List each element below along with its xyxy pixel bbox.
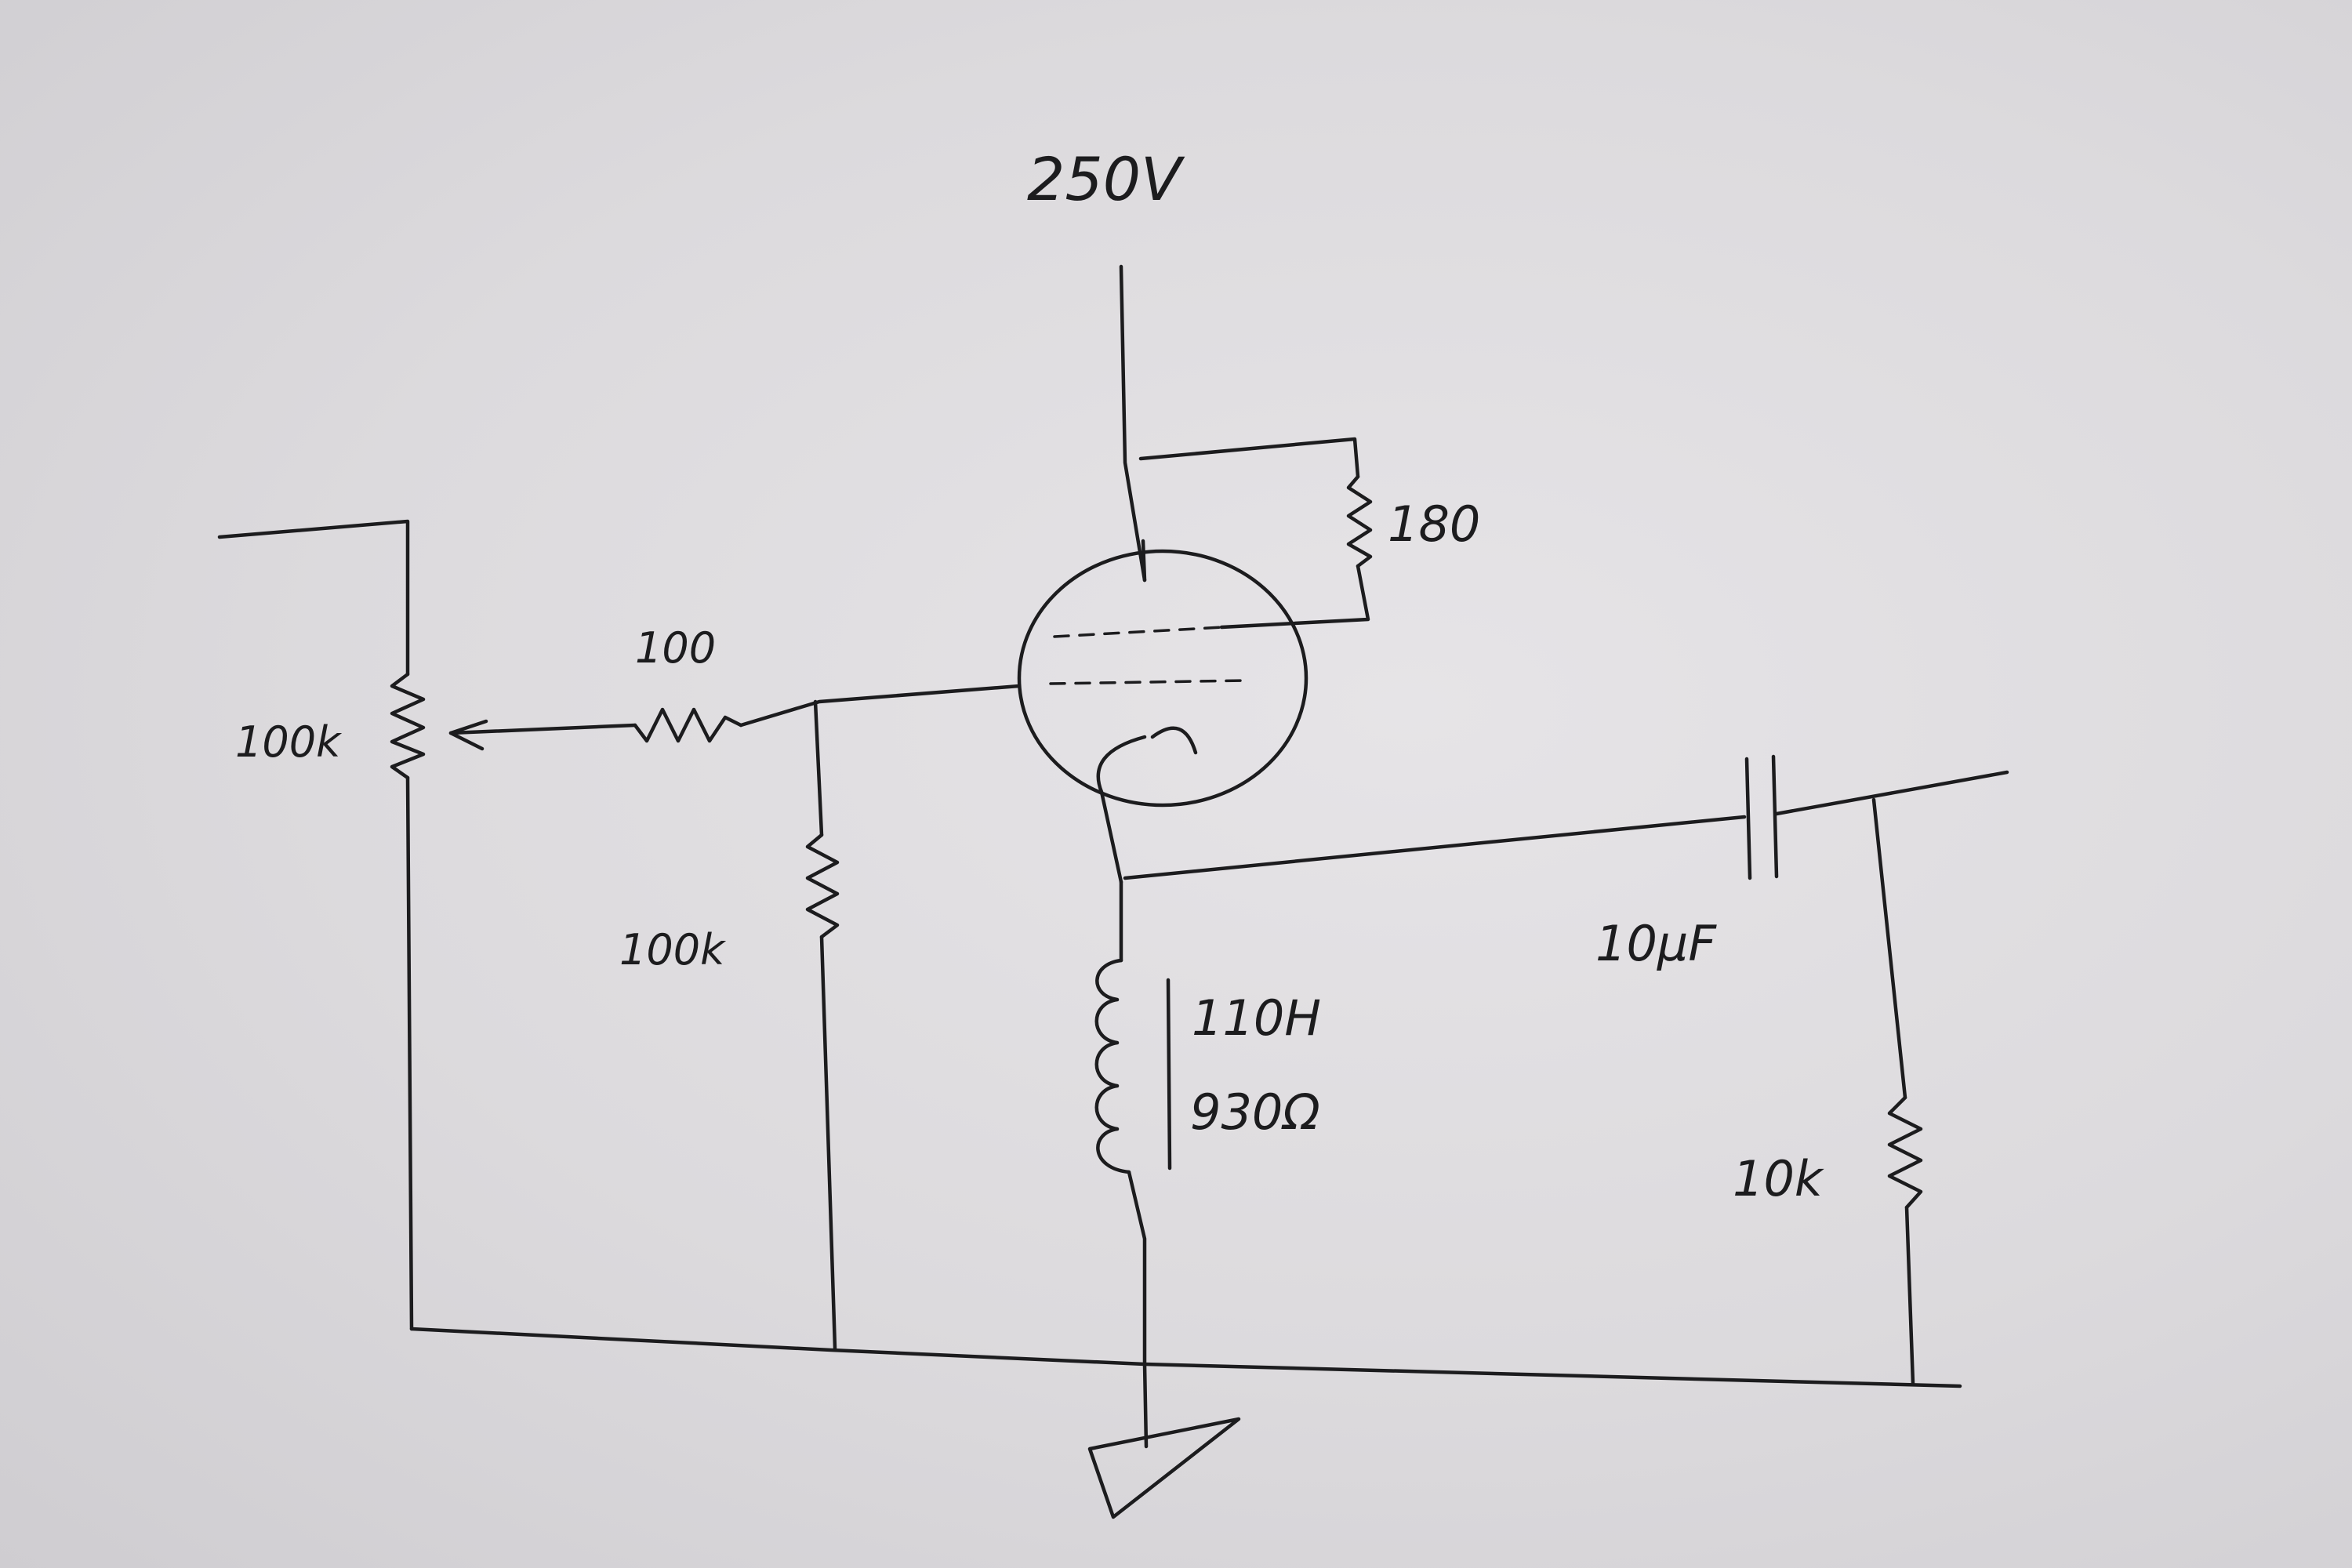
choke-inductance-label: 110H — [1192, 989, 1321, 1047]
input-potentiometer — [390, 672, 426, 780]
anode-lead — [1141, 539, 1147, 583]
screen-resistor-label: 180 — [1388, 495, 1480, 553]
grid-stopper-label: 100 — [635, 623, 716, 673]
coupling-cap-label: 10µF — [1595, 915, 1717, 972]
control-grid — [1049, 679, 1248, 685]
pot-label: 100k — [235, 717, 343, 767]
wiper-wire — [448, 723, 637, 735]
load-top-wire — [1871, 797, 1907, 1100]
grid-wire — [739, 684, 1022, 728]
screen-resistor — [1346, 474, 1373, 568]
grid-stopper-resistor — [633, 707, 743, 743]
choke-bottom-wire — [1127, 1170, 1147, 1367]
screen-wire-top — [1138, 437, 1360, 479]
load-resistor-label: 10k — [1733, 1150, 1824, 1207]
vacuum-tube — [1017, 549, 1308, 808]
cap-plate-left — [1744, 757, 1752, 880]
output-wire — [1123, 815, 1747, 880]
cap-plate-right — [1771, 754, 1779, 879]
pot-wiper-arrow — [448, 719, 488, 751]
input-wire — [217, 519, 410, 677]
grid-leak-bottom-wire — [819, 935, 837, 1351]
grid-leak-label: 100k — [619, 925, 727, 975]
ground-symbol — [1087, 1417, 1241, 1519]
output-terminal-wire — [1774, 770, 2009, 816]
screen-wire-bottom — [1219, 564, 1370, 630]
load-bottom-wire — [1904, 1205, 1915, 1386]
ground-lead — [1142, 1362, 1149, 1449]
cathode-lead — [1096, 735, 1147, 884]
pot-bottom-wire — [405, 775, 414, 1331]
supply-voltage-label: 250V — [1027, 144, 1185, 214]
ground-bus — [409, 1327, 1962, 1388]
choke-resistance-label: 930Ω — [1190, 1083, 1320, 1141]
choke-core — [1166, 978, 1172, 1171]
screen-grid — [1053, 626, 1225, 638]
cathode-choke-inductor — [1094, 958, 1131, 1174]
grid-leak-top-wire — [813, 699, 824, 837]
grid-leak-resistor — [805, 833, 840, 939]
cathode — [1150, 726, 1198, 755]
load-resistor — [1887, 1095, 1923, 1210]
supply-wire — [1119, 264, 1147, 583]
